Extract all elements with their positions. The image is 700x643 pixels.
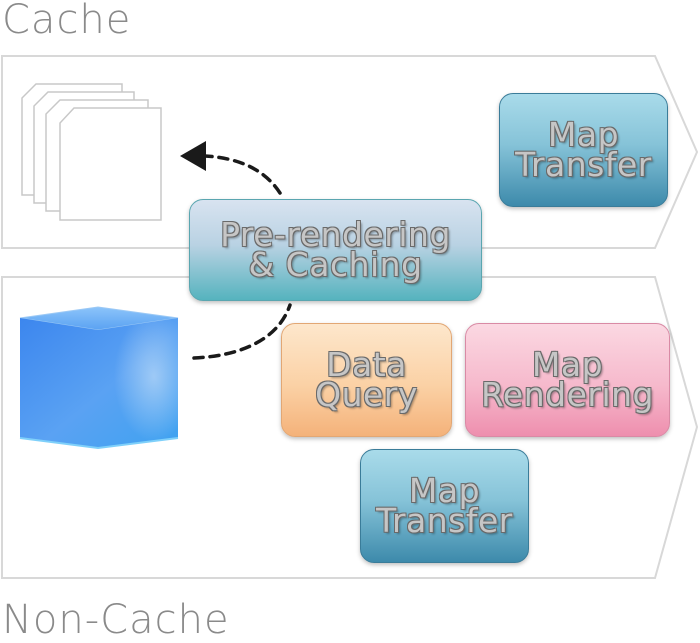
map-rendering-label: Map Rendering [480, 345, 654, 414]
noncache-map-transfer-label: Map Transfer [376, 471, 513, 540]
cache-map-transfer-box: Map Transfer [499, 93, 668, 207]
map-rendering-box: Map Rendering [465, 323, 670, 437]
noncache-map-transfer-box: Map Transfer [360, 449, 529, 563]
data-query-label: Data Query [315, 345, 418, 414]
data-query-box: Data Query [281, 323, 452, 437]
cache-map-transfer-label: Map Transfer [515, 115, 652, 184]
noncache-section-label: Non-Cache [2, 597, 230, 643]
dashed-arrow-icon [203, 154, 282, 195]
cube-database-icon [19, 306, 179, 450]
dashed-connector-lower [192, 303, 292, 360]
prerender-caching-box: Pre-rendering & Caching [189, 199, 482, 301]
arrow-head [180, 141, 206, 171]
stacked-tiles-icon [21, 83, 162, 221]
prerender-caching-label: Pre-rendering & Caching [220, 215, 451, 284]
cache-section-label: Cache [2, 0, 132, 43]
